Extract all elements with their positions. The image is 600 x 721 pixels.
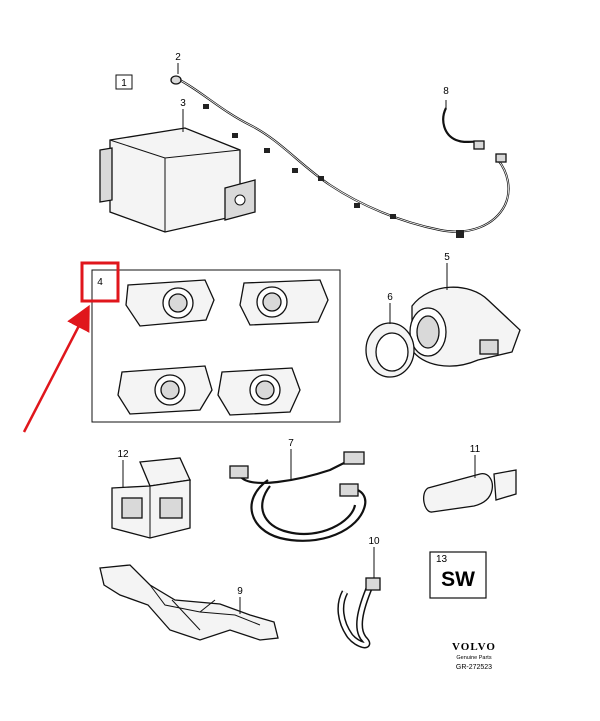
- sw-label: SW: [441, 568, 475, 591]
- bracket: [99, 564, 279, 641]
- highlight-box: [80, 261, 120, 303]
- cable-connector-right-top: [343, 451, 365, 465]
- part-11-number: 11: [470, 444, 481, 455]
- highlight-arrow: [22, 304, 90, 433]
- part-12-number: 12: [117, 449, 129, 460]
- software-box: 13 SW: [429, 551, 487, 599]
- part-9-number: 9: [237, 586, 243, 597]
- clip: [422, 469, 517, 513]
- parking-sensor: [409, 286, 521, 367]
- sensor-holder-group-frame: [91, 269, 341, 423]
- part-3-number: 3: [180, 98, 186, 109]
- footer-branding: VOLVO Genuine Parts GR-272523: [452, 641, 496, 671]
- sensor-holder-3: [117, 365, 213, 415]
- part-1-number: 1: [121, 78, 127, 89]
- switch: [111, 457, 191, 539]
- sensor-holder-1: [125, 279, 215, 327]
- volvo-brand: VOLVO: [452, 641, 496, 653]
- part-13-number: 13: [436, 554, 448, 565]
- cable-tie: [337, 577, 381, 649]
- part-5-number: 5: [444, 252, 450, 263]
- sensor-holder-4: [217, 367, 301, 416]
- genuine-parts-text: Genuine Parts: [456, 655, 491, 661]
- part-7-number: 7: [288, 438, 294, 449]
- sensor-ring: [365, 322, 415, 378]
- cable: [229, 451, 367, 542]
- cable-connector-left: [229, 465, 249, 479]
- part-4-number: 4: [97, 277, 103, 288]
- control-module: [99, 127, 256, 233]
- drawing-code: GR-272523: [456, 664, 492, 671]
- part-6-number: 6: [387, 292, 393, 303]
- part-2-number: 2: [175, 52, 181, 63]
- cable-connector-right-bottom: [339, 483, 359, 497]
- part-1-callout: 1: [115, 74, 133, 90]
- wiring-harness: [170, 75, 510, 238]
- sensor-holder-2: [239, 279, 329, 326]
- part-8-number: 8: [443, 86, 449, 97]
- part-10-number: 10: [368, 536, 380, 547]
